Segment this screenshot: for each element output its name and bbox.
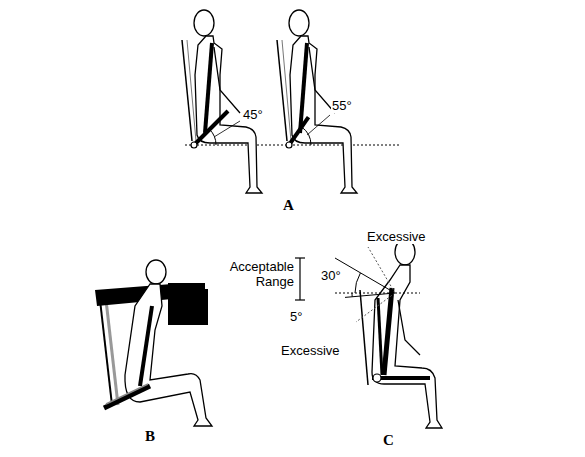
arm xyxy=(214,47,240,113)
excessive-line xyxy=(356,293,395,322)
angle-arc xyxy=(210,129,216,145)
anchor xyxy=(191,142,197,148)
range-bracket xyxy=(299,258,300,300)
head xyxy=(289,10,309,36)
angle-label: 45° xyxy=(242,107,264,122)
seat-back xyxy=(187,40,196,141)
shoulder-belt xyxy=(384,288,392,375)
limit-line xyxy=(345,293,395,297)
seated-figure xyxy=(277,10,357,193)
lap-belt xyxy=(194,111,228,145)
lap-belt xyxy=(104,386,150,408)
leader-line xyxy=(214,121,240,137)
shield-block xyxy=(168,283,208,325)
seat-back xyxy=(106,300,118,405)
leader-line xyxy=(307,115,330,135)
anchor xyxy=(373,374,381,382)
leaning-figure xyxy=(95,260,212,426)
head xyxy=(194,10,214,36)
seat-back xyxy=(360,290,368,385)
seat-back xyxy=(282,40,291,141)
range-label: Acceptable Range xyxy=(205,259,295,289)
seat-back xyxy=(277,40,287,141)
seated-figure xyxy=(360,239,442,428)
panel-letter: B xyxy=(144,428,156,445)
angle-label: 5° xyxy=(289,309,303,324)
limit-line xyxy=(335,258,395,293)
arm xyxy=(398,300,420,355)
harness-strap xyxy=(378,298,382,375)
lap-belt xyxy=(106,384,148,404)
angle-guides xyxy=(295,247,420,322)
warning-label: Excessive xyxy=(366,229,427,244)
horizontal-reference xyxy=(335,293,420,294)
anchor xyxy=(286,142,292,148)
angle-arc xyxy=(352,293,353,297)
excessive-line xyxy=(368,247,395,293)
body xyxy=(372,265,442,428)
seat-back xyxy=(100,300,112,405)
panel-letter: A xyxy=(282,197,295,214)
head xyxy=(146,260,166,284)
warning-label: Excessive xyxy=(280,343,341,358)
angle-arc xyxy=(355,273,360,293)
body xyxy=(290,36,357,193)
angle-arc xyxy=(302,127,311,145)
harness-strap xyxy=(140,306,152,386)
panel-letter: C xyxy=(382,432,395,449)
range-bracket xyxy=(295,257,305,258)
angle-label: 30° xyxy=(320,268,342,283)
seat-back xyxy=(182,40,192,141)
shoulder-belt xyxy=(205,43,212,133)
body xyxy=(125,284,212,426)
angle-label: 55° xyxy=(331,98,353,113)
range-bracket xyxy=(295,299,305,300)
seated-figure xyxy=(182,10,262,193)
